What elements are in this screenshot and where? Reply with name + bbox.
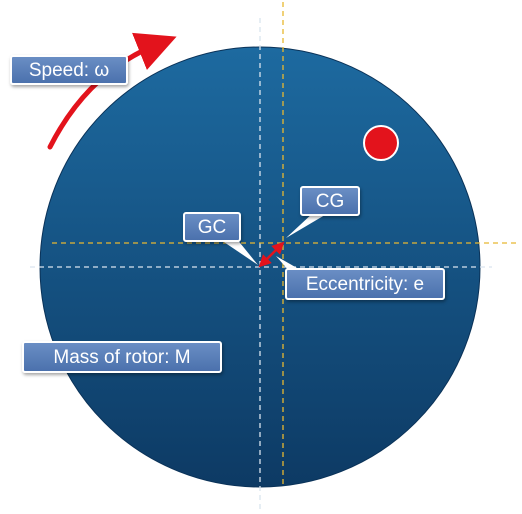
cg-callout-pointer [286,212,330,238]
unbalance-mass-dot [363,125,399,161]
gc-callout-pointer [218,238,258,265]
speed-label: Speed: ω [10,55,128,85]
eccentricity-arrow [258,241,285,268]
gc-label: GC [183,212,241,242]
eccentricity-label: Eccentricity: e [285,268,445,300]
mass-label: Mass of rotor: M [22,341,222,373]
cg-label: CG [300,186,360,216]
